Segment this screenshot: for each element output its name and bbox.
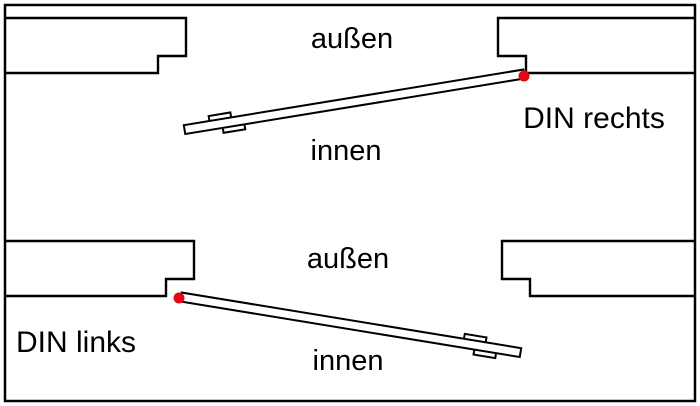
figure-border <box>3 3 697 403</box>
bottom-outside-label: außen <box>307 243 389 275</box>
top-outside-label: außen <box>311 23 393 55</box>
bottom-door-leaf <box>179 291 523 360</box>
top-left-wall <box>6 16 188 75</box>
bottom-left-wall <box>6 239 196 298</box>
bottom-hinge-dot <box>173 292 185 304</box>
top-inside-label: innen <box>311 135 382 167</box>
bottom-inside-label: innen <box>313 345 384 377</box>
top-direction-label: DIN rechts <box>523 102 665 135</box>
top-diagram: außen innen DIN rechts <box>6 16 694 167</box>
bottom-right-wall <box>500 239 694 298</box>
top-right-wall <box>496 16 694 75</box>
top-hinge-dot <box>518 70 530 82</box>
bottom-direction-label: DIN links <box>16 326 136 359</box>
bottom-diagram: außen innen DIN links <box>6 239 694 377</box>
